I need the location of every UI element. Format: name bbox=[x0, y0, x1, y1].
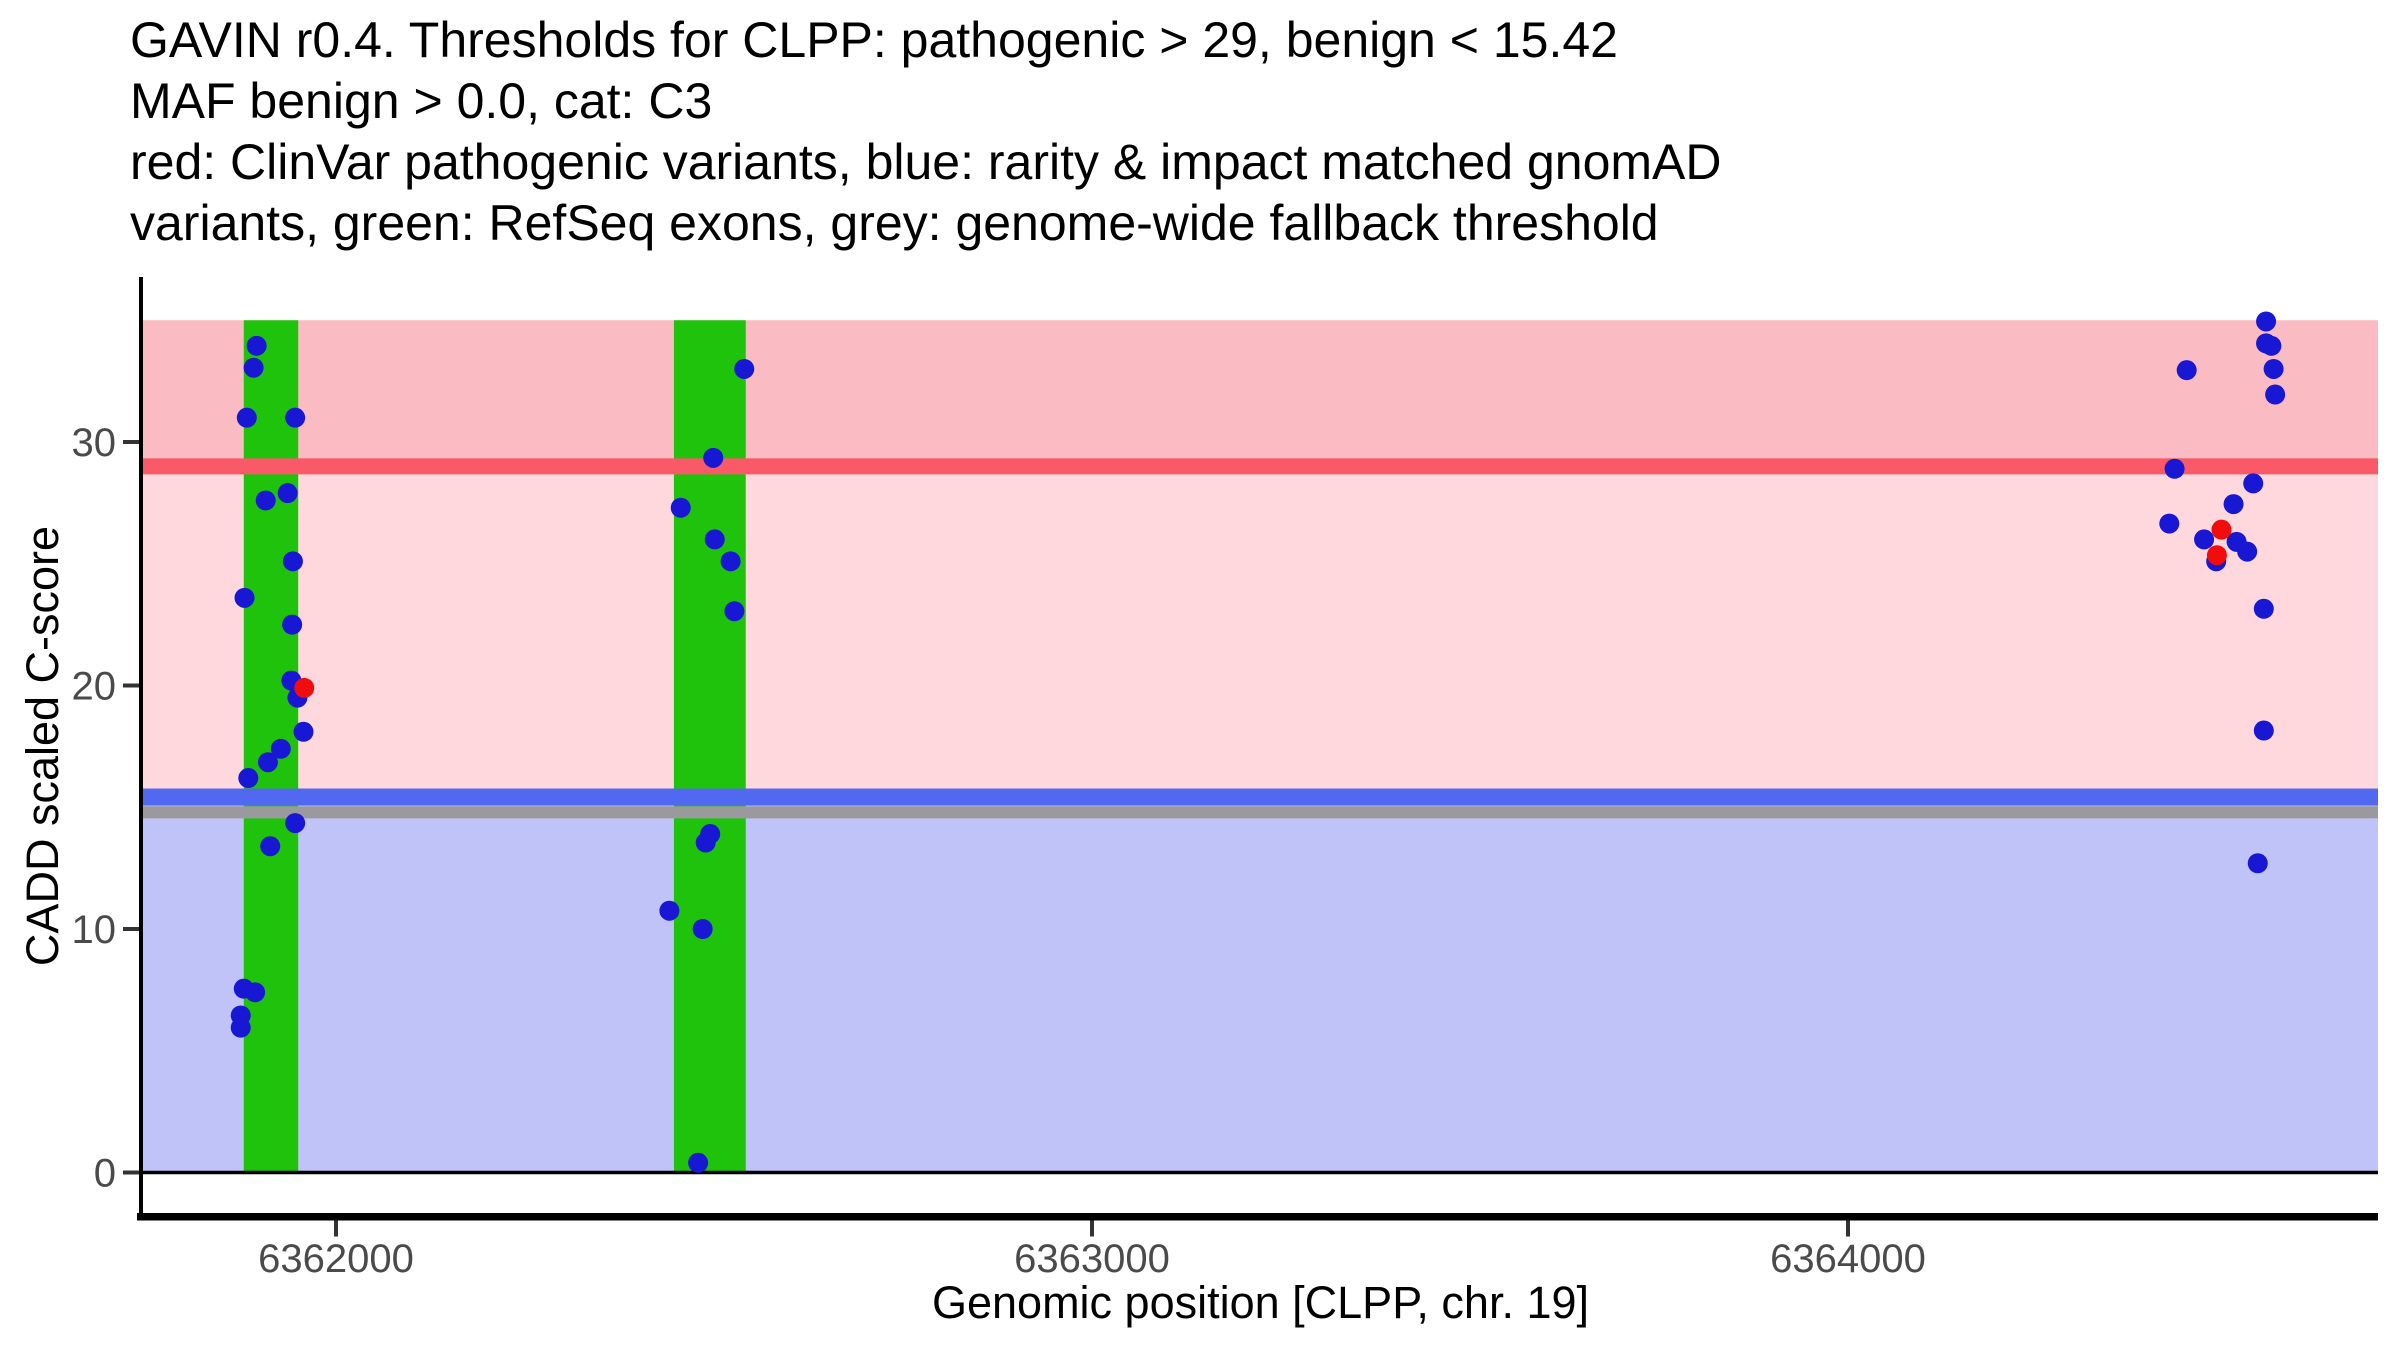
clinvar-variant-point bbox=[294, 677, 315, 698]
clinvar-variant-point bbox=[2206, 545, 2227, 566]
x-tick-mark bbox=[334, 1220, 338, 1237]
blue-benign-threshold-line bbox=[143, 788, 2378, 806]
band-intermediate-zone bbox=[143, 466, 2378, 798]
gnomad-variant-point bbox=[695, 832, 716, 853]
x-tick-label: 6362000 bbox=[258, 1237, 414, 1281]
y-tick-mark bbox=[123, 927, 139, 931]
clinvar-variant-point bbox=[2211, 519, 2232, 540]
gnomad-variant-point bbox=[238, 768, 259, 789]
gnomad-variant-point bbox=[245, 982, 266, 1003]
gnomad-variant-point bbox=[2237, 541, 2258, 562]
x-axis-line bbox=[137, 1213, 2378, 1221]
gnomad-variant-point bbox=[704, 529, 725, 550]
gnomad-variant-point bbox=[246, 335, 267, 356]
title-line-3: red: ClinVar pathogenic variants, blue: … bbox=[130, 134, 1722, 190]
gnomad-variant-point bbox=[2261, 335, 2282, 356]
title-line-1: GAVIN r0.4. Thresholds for CLPP: pathoge… bbox=[130, 12, 1618, 68]
plot-title-block: GAVIN r0.4. Thresholds for CLPP: pathoge… bbox=[130, 10, 1721, 254]
gnomad-variant-point bbox=[230, 1017, 251, 1038]
gnomad-variant-point bbox=[734, 358, 755, 379]
gnomad-variant-point bbox=[2176, 360, 2197, 381]
gnomad-variant-point bbox=[277, 483, 298, 504]
gnomad-variant-point bbox=[282, 551, 303, 572]
red-pathogenic-threshold-line bbox=[143, 458, 2378, 475]
exon-band bbox=[673, 320, 746, 1173]
gnomad-variant-point bbox=[2247, 853, 2268, 874]
gnomad-variant-point bbox=[285, 813, 306, 834]
x-axis-title: Genomic position [CLPP, chr. 19] bbox=[932, 1277, 1589, 1328]
gnomad-variant-point bbox=[659, 900, 680, 921]
x-tick-mark bbox=[1846, 1220, 1850, 1237]
gnomad-variant-point bbox=[724, 601, 745, 622]
gnomad-variant-point bbox=[260, 836, 281, 857]
gnomad-variant-point bbox=[720, 551, 741, 572]
y-tick-label: 20 bbox=[72, 665, 117, 709]
gnomad-variant-point bbox=[2194, 529, 2215, 550]
zero-baseline bbox=[143, 1170, 2378, 1175]
band-pathogenic-zone bbox=[143, 320, 2378, 467]
title-line-4: variants, green: RefSeq exons, grey: gen… bbox=[130, 195, 1659, 251]
x-tick-label: 6363000 bbox=[1014, 1237, 1170, 1281]
gnomad-variant-point bbox=[285, 407, 306, 428]
y-tick-label: 0 bbox=[94, 1152, 116, 1196]
gnomad-variant-point bbox=[293, 721, 314, 742]
gnomad-variant-point bbox=[243, 357, 264, 378]
gnomad-variant-point bbox=[257, 752, 278, 773]
gnomad-variant-point bbox=[2265, 384, 2286, 405]
gnomad-variant-point bbox=[2164, 458, 2185, 479]
gnomad-variant-point bbox=[2253, 720, 2274, 741]
x-tick-label: 6364000 bbox=[1770, 1237, 1926, 1281]
gnomad-variant-point bbox=[2263, 358, 2284, 379]
grey-fallback-threshold-line bbox=[143, 806, 2378, 819]
y-tick-mark bbox=[123, 683, 139, 688]
gnomad-variant-point bbox=[255, 490, 276, 511]
y-tick-label: 30 bbox=[72, 421, 117, 465]
gnomad-variant-point bbox=[2256, 311, 2277, 332]
x-tick-mark bbox=[1090, 1220, 1094, 1237]
gnomad-variant-point bbox=[236, 407, 257, 428]
gnomad-variant-point bbox=[670, 497, 691, 518]
gnomad-variant-point bbox=[270, 738, 291, 759]
gnomad-variant-point bbox=[2223, 494, 2244, 515]
y-tick-label: 10 bbox=[72, 908, 117, 952]
gnomad-variant-point bbox=[688, 1152, 709, 1173]
y-tick-mark bbox=[123, 1170, 139, 1175]
title-line-2: MAF benign > 0.0, cat: C3 bbox=[130, 73, 713, 129]
gnomad-variant-point bbox=[692, 919, 713, 939]
y-axis-title: CADD scaled C-score bbox=[17, 526, 68, 966]
band-benign-zone bbox=[143, 797, 2378, 1173]
gnomad-variant-point bbox=[2243, 473, 2264, 494]
gnomad-variant-point bbox=[2253, 598, 2274, 619]
gnomad-variant-point bbox=[703, 447, 724, 468]
gnomad-variant-point bbox=[2159, 513, 2180, 534]
y-axis-line bbox=[139, 277, 143, 1221]
y-tick-mark bbox=[123, 440, 139, 444]
gnomad-variant-point bbox=[234, 587, 255, 608]
gnomad-variant-point bbox=[282, 614, 303, 635]
